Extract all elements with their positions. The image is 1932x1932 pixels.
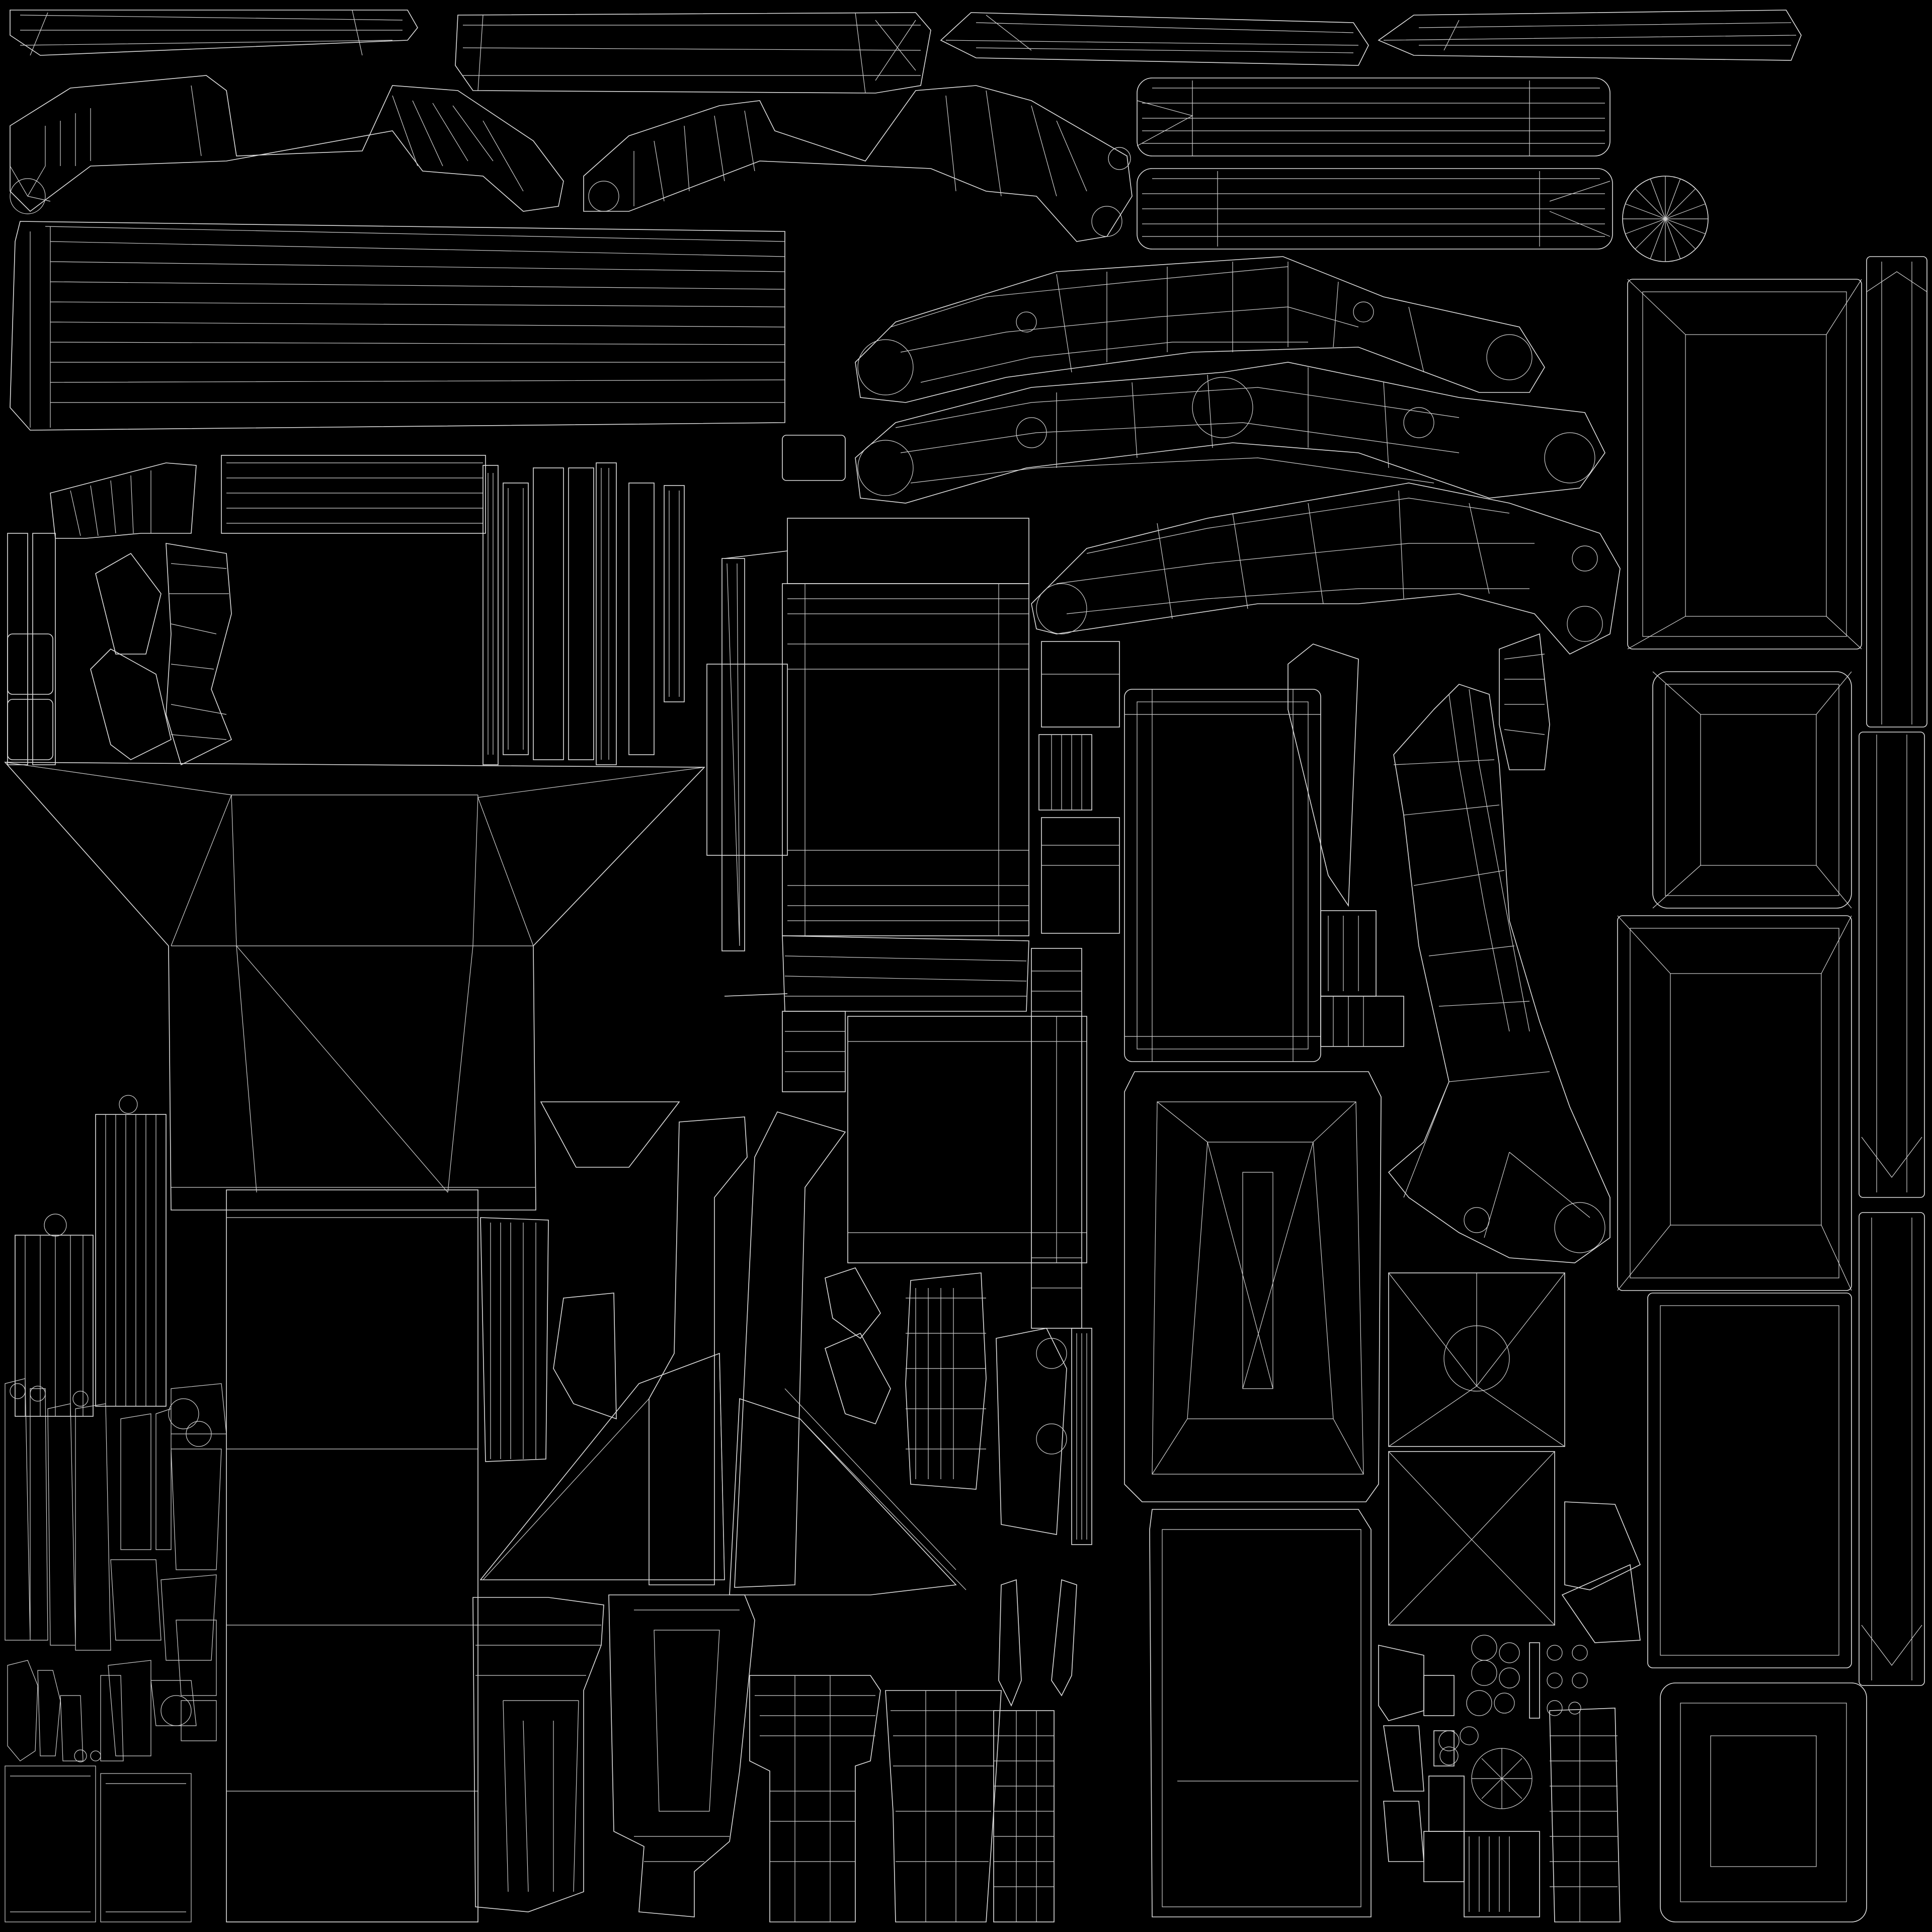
top-bar-1 [10, 10, 418, 56]
box-body-center [706, 435, 1029, 1092]
trapezoid-hopper [4, 762, 705, 1922]
right-arm-piece [583, 85, 1133, 242]
lower-mechanism-pieces [1287, 633, 1611, 1263]
panel-frame-right-3 [1617, 915, 1852, 1291]
panel-frame-right-4 [1647, 1293, 1867, 1922]
small-parts-cluster-left [7, 455, 685, 766]
top-bar-4 [1378, 10, 1802, 61]
lower-assembly [472, 1267, 1621, 1922]
ribbed-strip [10, 221, 785, 431]
top-bar-3 [940, 12, 1369, 66]
pyramid-cap [1388, 1272, 1641, 1643]
panel-frame-right-2 [1652, 671, 1852, 909]
narrow-strip-right [1859, 256, 1927, 1686]
disc-fan [1622, 176, 1709, 262]
top-bar-2 [455, 12, 931, 94]
long-cylinder-lower [1137, 168, 1613, 250]
mini-parts-lower-left [5, 1378, 227, 1922]
left-arm-piece [10, 75, 564, 214]
panel-frame-right-1 [1627, 279, 1862, 650]
beveled-panel-large [1124, 689, 1382, 1917]
curved-boom-upper [855, 256, 1545, 403]
long-cylinder-upper [1137, 77, 1611, 156]
curved-boom-lower [855, 362, 1605, 504]
boom-arm-side [1031, 482, 1621, 655]
rectangle-panel-center [847, 641, 1120, 1329]
small-parts-cluster-right [15, 1095, 1092, 1595]
